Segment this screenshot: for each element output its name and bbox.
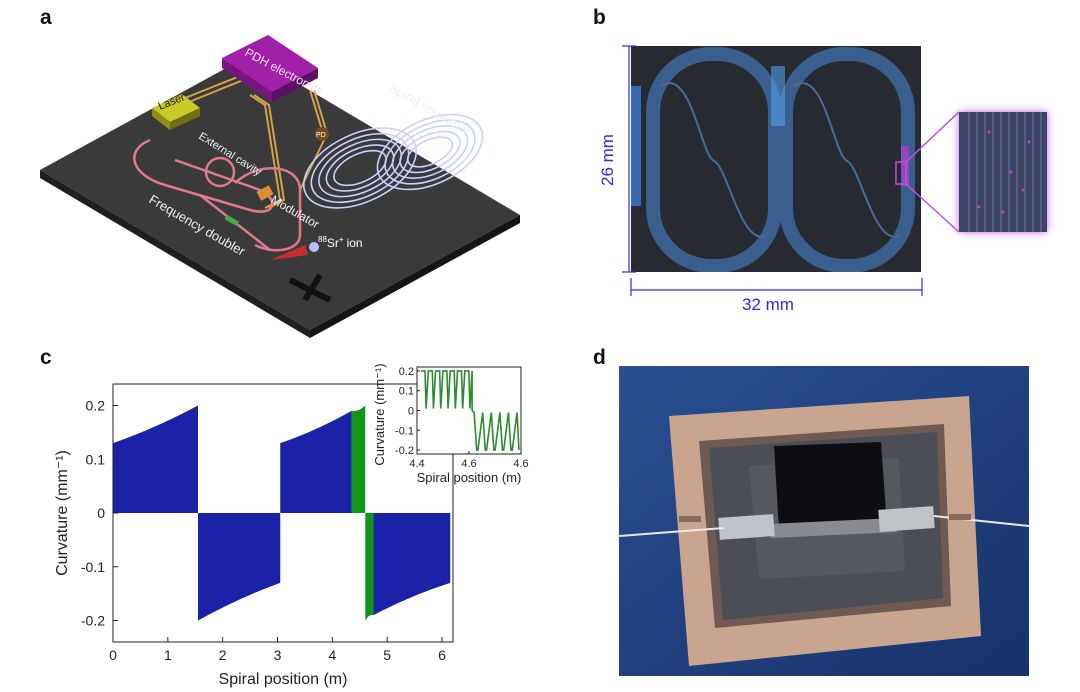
panel-a-letter: a (40, 6, 52, 29)
y-tick-label-2: 0 (97, 505, 105, 521)
ion-charge: + (339, 235, 344, 244)
x-tick-label-3: 3 (274, 647, 282, 663)
x-tick-label-5: 5 (383, 647, 391, 663)
packaged-device-photo (619, 366, 1029, 676)
inset-y-tick-label-0: 0.2 (399, 366, 414, 378)
inset-y-axis-label: Curvature (mm⁻¹) (372, 363, 387, 465)
spiral-zoom-inset-art (959, 112, 1047, 232)
ion-trap (288, 273, 332, 303)
series-green-segment-1 (365, 513, 374, 621)
series-green-segment-0 (351, 405, 366, 513)
y-tick-label-3: -0.1 (81, 559, 105, 575)
curvature-plot-area (113, 405, 451, 621)
y-tick-label-4: -0.2 (81, 613, 105, 629)
spiral-resonator (302, 113, 484, 209)
inset-x-tick-label-0: 4.4 (409, 458, 424, 470)
ion-word: ion (347, 236, 363, 250)
y-tick-label-1: 0.1 (86, 451, 106, 467)
inset-plot-area (421, 370, 520, 451)
panel-d-letter: d (593, 346, 606, 369)
chip-side-left (40, 170, 310, 338)
panel-b-letter: b (593, 6, 606, 29)
x-tick-label-1: 1 (164, 647, 172, 663)
pdh-electronics-box (222, 35, 318, 102)
modulator-block (256, 185, 274, 201)
spiral-chip-photo (631, 46, 921, 272)
inset-x-tick-label-1: 4.6 (461, 458, 476, 470)
x-tick-label-2: 2 (219, 647, 227, 663)
zoom-connector (895, 111, 960, 233)
external-cavity-waveguide (133, 138, 302, 252)
panel-c-letter: c (40, 346, 52, 369)
width-dimension-label: 32 mm (742, 295, 794, 314)
laser-beam (270, 245, 308, 260)
packaged-device-photo-art (619, 366, 1029, 676)
inset-curvature-line (421, 370, 520, 451)
spiral-zoom-inset (959, 112, 1047, 232)
laser-box (152, 94, 200, 130)
inset-y-tick-label-4: -0.2 (395, 445, 414, 457)
inset-y-tick-label-3: -0.1 (395, 425, 414, 437)
inset-x-axis-label: Spiral position (m) (417, 470, 522, 485)
x-axis-label: Spiral position (m) (219, 671, 348, 688)
series-blue-segment-1 (198, 513, 281, 621)
height-dimension-label: 26 mm (598, 134, 617, 186)
ion-sphere (309, 242, 319, 252)
series-blue-segment-2 (280, 410, 352, 513)
ion-label: 88Sr+ion (318, 235, 363, 250)
y-axis-label: Curvature (mm⁻¹) (54, 450, 71, 576)
x-tick-label-0: 0 (109, 647, 117, 663)
inset-y-tick-label-2: 0 (408, 406, 414, 418)
chip-schematic: PDH electronics Laser PD External cavity… (40, 35, 520, 338)
series-blue-segment-3 (373, 513, 451, 616)
frequency-doubler-block (224, 214, 240, 227)
x-tick-label-6: 6 (438, 647, 446, 663)
pd-icon (315, 127, 329, 141)
dimension-lines (622, 45, 923, 296)
pd-label: PD (316, 132, 326, 139)
ion-mass: 88 (318, 235, 327, 244)
inset-x-tick-label-2: 4.6 (513, 458, 528, 470)
panel-a-schematic: PDH electronics Laser PD External cavity… (0, 0, 540, 340)
y-tick-label-0: 0.2 (86, 398, 106, 414)
ion-element: Sr (327, 236, 339, 250)
inset-y-tick-label-1: 0.1 (399, 386, 414, 398)
x-tick-label-4: 4 (328, 647, 336, 663)
series-blue-segment-0 (113, 405, 198, 513)
chip-top (40, 55, 520, 330)
chip-side-right (310, 215, 520, 338)
